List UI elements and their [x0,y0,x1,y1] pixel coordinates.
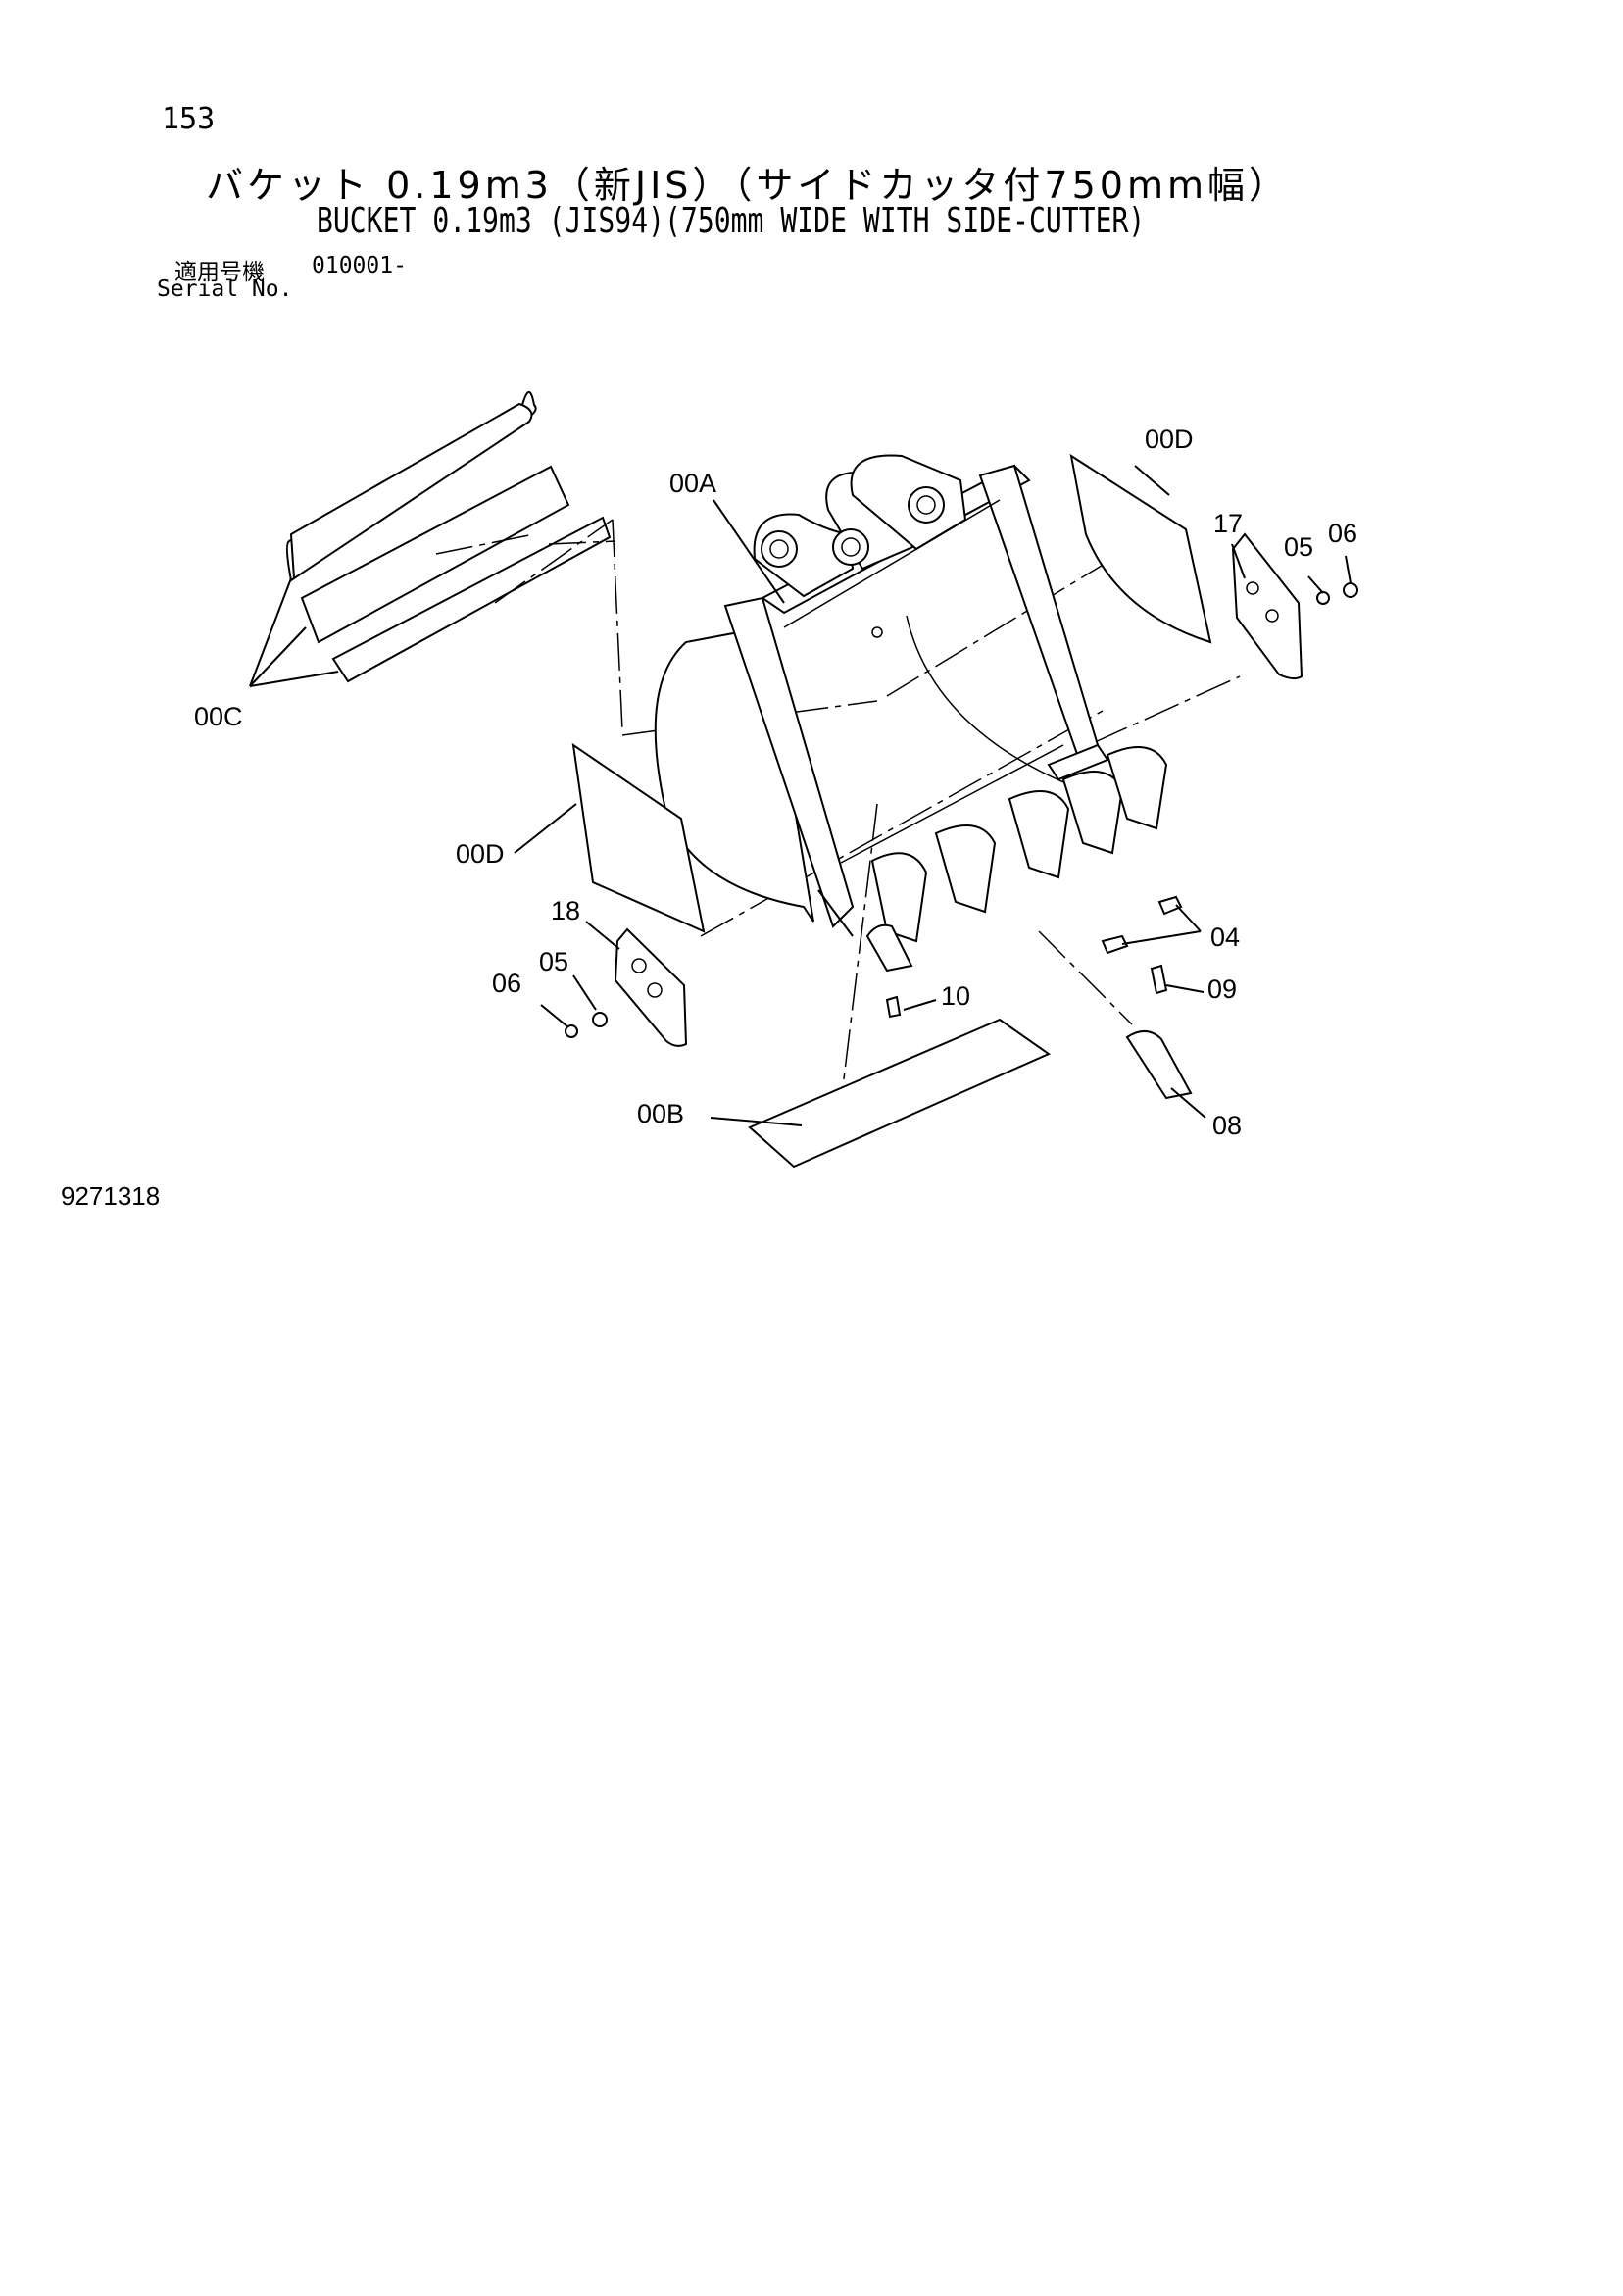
plate-00c-1-face [289,402,533,580]
callout-00d-left: 00D [456,839,505,869]
callout-18: 18 [551,896,580,925]
callout-06-right: 06 [1328,519,1357,548]
callout-04: 04 [1210,923,1240,952]
callout-08: 08 [1212,1111,1242,1140]
callout-00a: 00A [669,469,716,498]
tooth-08 [1125,1030,1193,1100]
cutting-edge-00b [748,1018,1052,1169]
page-title-japanese: バケット 0.19m3（新JIS）（サイドカッタ付750mm幅） [206,164,1290,207]
side-cutter-00d-left [571,742,706,933]
callout-10: 10 [941,981,970,1011]
callout-09: 09 [1207,974,1237,1004]
serial-label-english: Serial No. [157,276,293,302]
plate-17 [1231,532,1303,680]
bucket-body-00a [654,454,1100,937]
plate-00c-2 [300,465,570,644]
page-title-english: BUCKET 0.19m3 (JIS94)(750mm WIDE WITH SI… [317,201,1146,241]
callout-17: 17 [1213,509,1243,538]
plate-00c-3 [331,516,612,683]
plate-18 [614,927,688,1047]
callout-00d-right: 00D [1145,424,1194,454]
callout-00c: 00C [194,702,243,731]
teeth-row [865,743,1168,973]
serial-range: 010001- [312,253,407,278]
callout-00b: 00B [637,1099,684,1128]
callout-05-right: 05 [1284,532,1313,562]
plate-00c-group [249,391,616,687]
side-cutter-00d-right [1069,453,1212,644]
page-number: 153 [162,102,216,136]
drawing-number: 9271318 [61,1181,161,1211]
callout-06-left: 06 [492,969,521,998]
callout-05-left: 05 [539,947,568,976]
serial-label-japanese: 適用号機 [174,260,265,285]
